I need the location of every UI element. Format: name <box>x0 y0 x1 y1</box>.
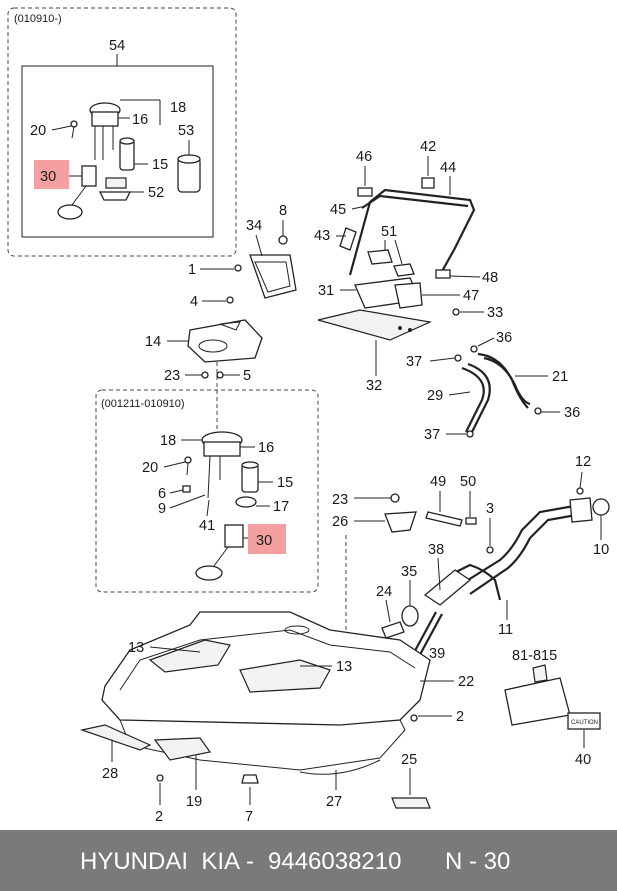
callout-19: 19 <box>186 794 202 810</box>
fuel-pump-module-lower <box>182 431 259 581</box>
callout-33: 33 <box>487 305 503 321</box>
callout-18-upper: 18 <box>170 100 186 116</box>
callout-36-top: 36 <box>496 330 512 346</box>
callout-37-bottom: 37 <box>424 427 440 443</box>
callout-24: 24 <box>376 584 392 600</box>
callout-9: 9 <box>158 501 166 517</box>
vapor-pipe-assembly <box>339 177 476 279</box>
callout-39: 39 <box>429 646 445 662</box>
bracket-34 <box>226 235 297 304</box>
gasket-plate <box>187 319 263 363</box>
callout-27: 27 <box>326 794 342 810</box>
lower-variant-label: (001211-010910) <box>101 398 185 410</box>
highlight-30-lower <box>248 524 286 554</box>
callout-15-upper: 15 <box>152 157 168 173</box>
callout-16-lower: 16 <box>258 440 274 456</box>
callout-30-upper: 30 <box>40 169 56 185</box>
callout-13-right: 13 <box>336 659 352 675</box>
footer-brand: HYUNDAI KIA <box>80 848 241 875</box>
parts-diagram: (010910-) 54 18 16 20 53 15 30 52 <box>7 7 610 825</box>
callout-52: 52 <box>148 185 164 201</box>
upper-variant-box <box>7 7 237 257</box>
fuel-tank <box>101 611 431 775</box>
callout-47: 47 <box>463 288 479 304</box>
tank-straps <box>79 724 431 809</box>
callout-40: 40 <box>575 752 591 768</box>
callout-2-right: 2 <box>456 709 464 725</box>
callout-25: 25 <box>401 752 417 768</box>
callout-22: 22 <box>458 674 474 690</box>
callout-17: 17 <box>273 499 289 515</box>
callout-14: 14 <box>145 334 161 350</box>
callout-35: 35 <box>401 564 417 580</box>
callout-16-upper: 16 <box>132 112 148 128</box>
callout-20-upper: 20 <box>30 123 46 139</box>
callout-7: 7 <box>245 809 253 825</box>
callout-10: 10 <box>593 542 609 558</box>
callout-4: 4 <box>190 294 198 310</box>
lower-variant-box <box>95 389 319 593</box>
callout-45: 45 <box>330 202 346 218</box>
callout-11: 11 <box>498 622 513 638</box>
callout-51: 51 <box>381 224 397 240</box>
callout-28: 28 <box>102 766 118 782</box>
callout-18-lower: 18 <box>160 433 176 449</box>
callout-13-left: 13 <box>128 640 144 656</box>
callout-5: 5 <box>243 368 251 384</box>
callout-1: 1 <box>188 262 196 278</box>
fuel-door-assembly: CAUTION <box>504 664 601 730</box>
highlight-30-upper <box>34 160 69 189</box>
callout-43: 43 <box>314 228 330 244</box>
upper-variant-label: (010910-) <box>14 13 62 25</box>
footer-position: N - 30 <box>445 848 511 875</box>
footer-part-number: 9446038210 <box>268 848 402 875</box>
callout-31: 31 <box>318 283 334 299</box>
callout-32: 32 <box>366 378 382 394</box>
callout-50: 50 <box>460 474 476 490</box>
pump-assembly-box <box>21 65 214 238</box>
callout-81-815: 81-815 <box>512 648 557 664</box>
footer-bar: HYUNDAI KIA - 9446038210 N - 30 <box>0 830 617 891</box>
callout-48: 48 <box>482 270 498 286</box>
callout-6: 6 <box>158 486 166 502</box>
callout-8: 8 <box>279 203 287 219</box>
callout-53: 53 <box>178 123 194 139</box>
callout-44: 44 <box>440 160 456 176</box>
callout-46: 46 <box>356 149 372 165</box>
filler-neck-assembly <box>381 487 610 663</box>
callout-3: 3 <box>486 501 494 517</box>
callout-15-lower: 15 <box>277 475 293 491</box>
footer-separator: - <box>246 848 254 875</box>
callout-29: 29 <box>427 388 443 404</box>
callout-34: 34 <box>246 218 262 234</box>
callout-21: 21 <box>552 369 568 385</box>
callout-12: 12 <box>575 454 591 470</box>
callout-37-top: 37 <box>406 354 422 370</box>
callout-2-bottom: 2 <box>155 809 163 825</box>
callout-36-bottom: 36 <box>564 405 580 421</box>
callout-23-mid: 23 <box>332 492 348 508</box>
callout-42: 42 <box>420 139 436 155</box>
callout-49: 49 <box>430 474 446 490</box>
callout-41: 41 <box>199 518 215 534</box>
callout-54: 54 <box>109 38 125 54</box>
callout-20-lower: 20 <box>142 460 158 476</box>
callout-26: 26 <box>332 514 348 530</box>
fuel-pump-module-upper <box>57 102 201 220</box>
callout-30-lower: 30 <box>256 533 272 549</box>
svg-text:CAUTION: CAUTION <box>571 720 598 726</box>
hose-group <box>454 345 542 438</box>
canister-assembly <box>317 249 460 341</box>
callout-23-top: 23 <box>164 368 180 384</box>
callout-38: 38 <box>428 542 444 558</box>
